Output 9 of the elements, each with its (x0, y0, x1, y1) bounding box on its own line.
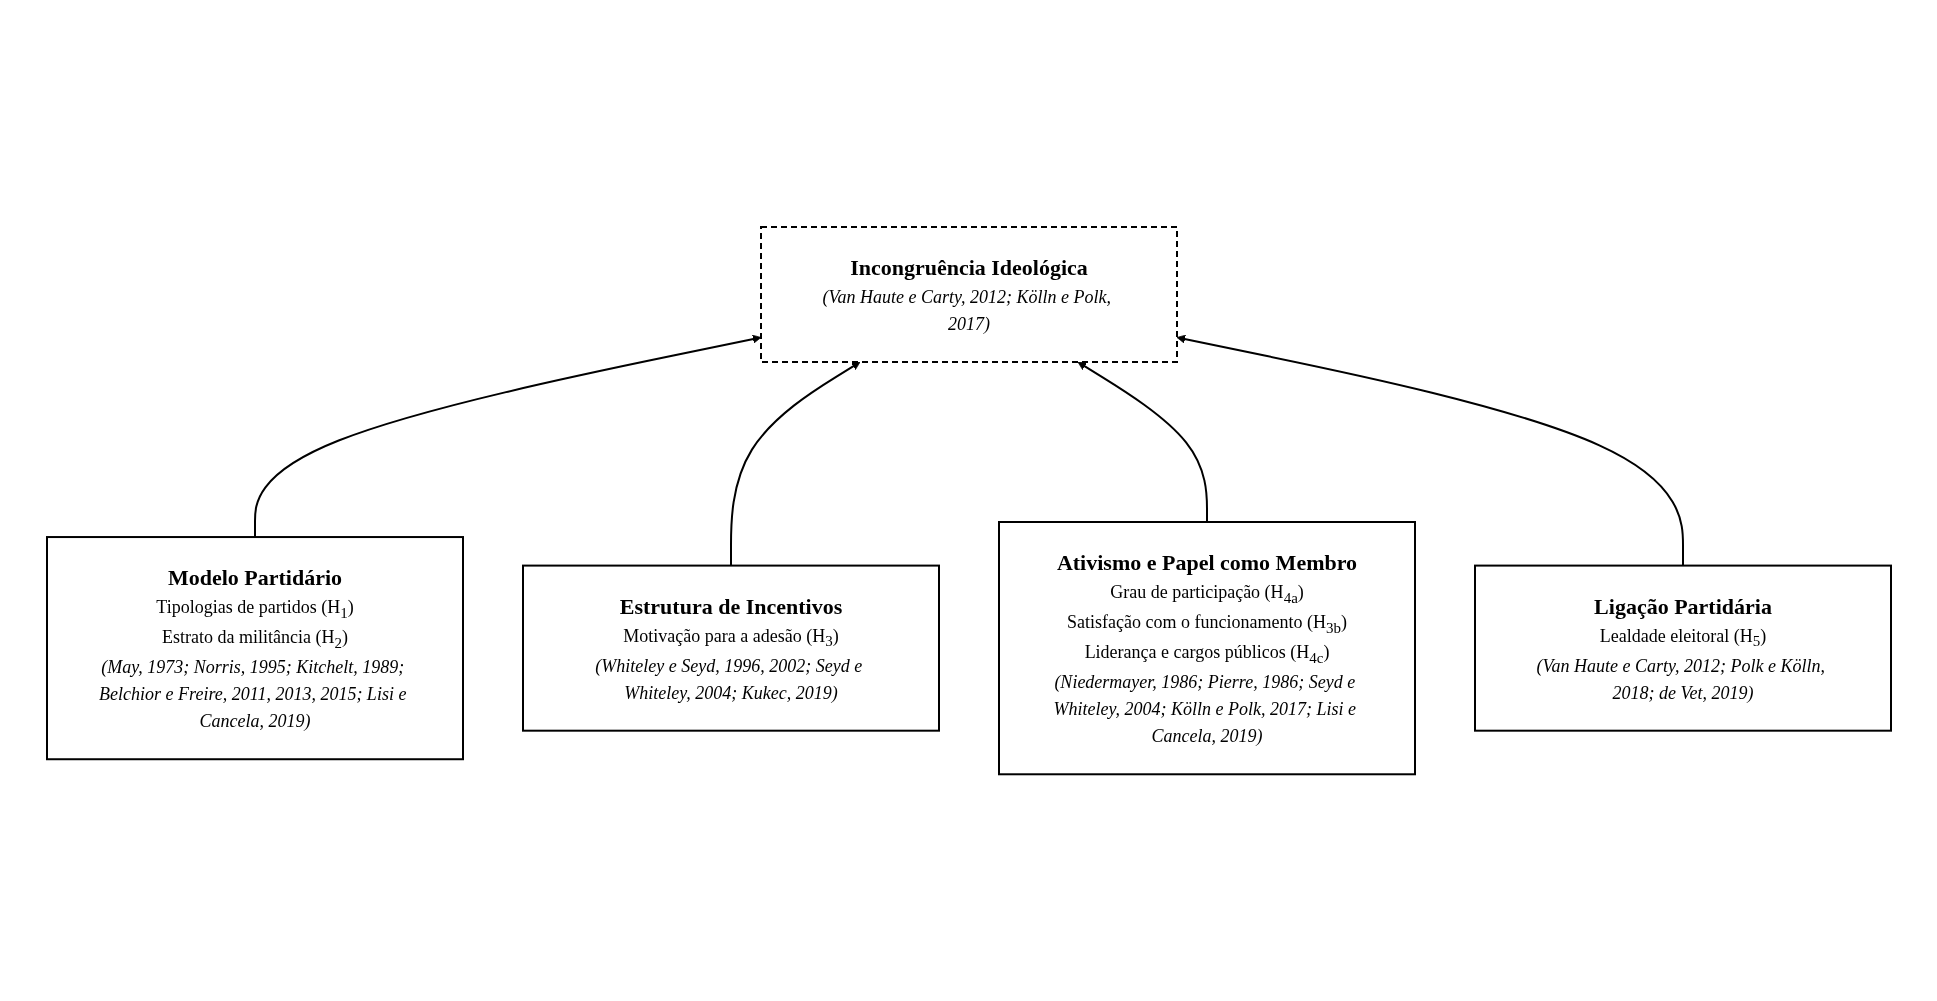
node-box: Modelo Partidário Tipologias de partidos (H$_{1}$) Estrato da militância (H$_{2}$) (May, 1973; Norris, 1995; Kitchelt, 1989; Belchior e Freire, 2011, 2013, 2015; Lisi e Cancela, 2019) (45, 535, 464, 761)
arrow (1077, 361, 1208, 523)
node-box: Incongruência Ideológica (Van Haute e Carty, 2012; Kölln e Polk, 2017) (759, 225, 1178, 363)
arrow (253, 334, 761, 538)
arrow (729, 361, 860, 567)
arrow (1176, 334, 1684, 567)
node-box: Ativismo e Papel como Membro Grau de participação (H$_{4a}$) Satisfação com o funcionamento (H$_{3b}$) Liderança e cargos públicos (H$_{4c}$) (Niedermayer, 1986; Pierre, 1986; Seyd e Whiteley, 2004; Kölln e Polk, 2017; Lisi e Cancela, 2019) (997, 520, 1416, 776)
node-box: Ligação Partidária Lealdade eleitoral (H$_{5}$) (Van Haute e Carty, 2012; Polk e Kölln, 2018; de Vet, 2019) (1473, 564, 1892, 732)
node-box: Estrutura de Incentivos Motivação para a adesão (H$_{3}$) (Whiteley e Seyd, 1996, 2002; Seyd e Whiteley, 2004; Kukec, 2019) (521, 564, 940, 732)
